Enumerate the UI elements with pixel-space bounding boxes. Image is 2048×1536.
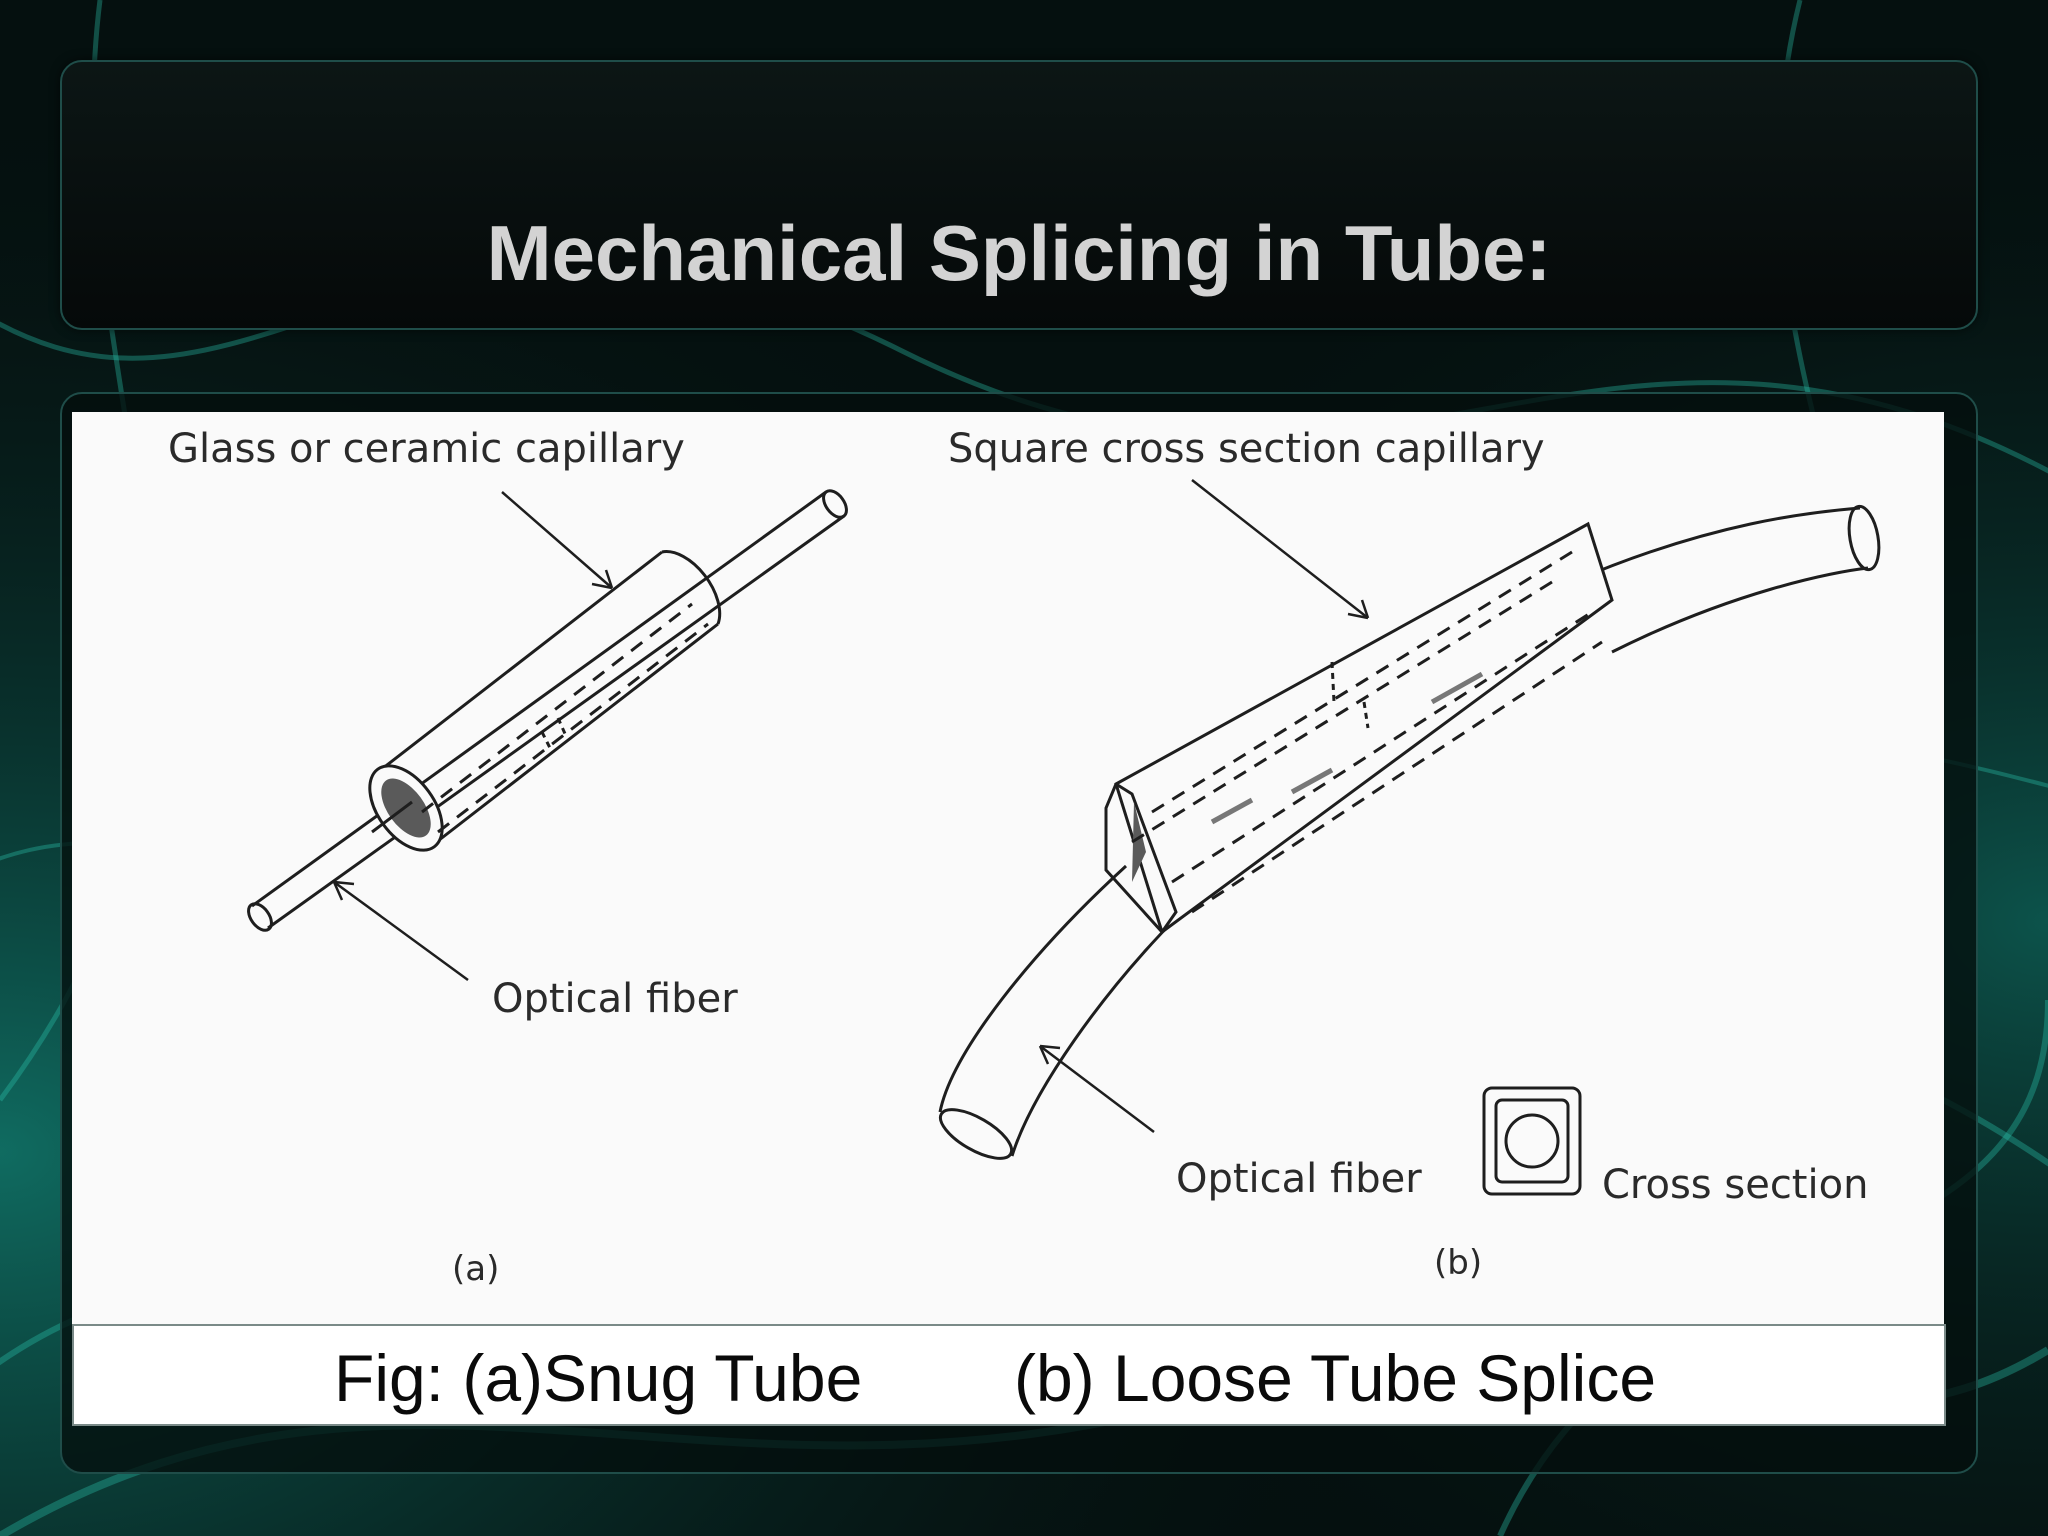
- splice-diagram: Glass or ceramic capillary Optical fiber…: [72, 412, 1944, 1324]
- figure-caption: Fig: (a)Snug Tube (b) Loose Tube Splice: [72, 1324, 1946, 1426]
- label-a-fiber: Optical fiber: [492, 976, 738, 1022]
- sublabel-a: (a): [452, 1249, 499, 1289]
- label-a-capillary: Glass or ceramic capillary: [168, 426, 685, 472]
- slide-title: Mechanical Splicing in Tube:: [486, 209, 1552, 297]
- loose-tube-illustration: [938, 504, 1881, 1160]
- caption-snug-tube: Fig: (a)Snug Tube: [334, 1341, 863, 1415]
- label-b-capillary: Square cross section capillary: [948, 426, 1545, 472]
- label-b-fiber: Optical fiber: [1176, 1156, 1422, 1202]
- splice-diagram-drawing: Glass or ceramic capillary Optical fiber…: [168, 426, 1881, 1289]
- label-b-cross-section: Cross section: [1602, 1162, 1868, 1208]
- title-panel: Mechanical Splicing in Tube:: [60, 60, 1978, 330]
- sublabel-b: (b): [1434, 1243, 1482, 1283]
- cross-section-icon: [1482, 1086, 1582, 1196]
- snug-tube-illustration: [247, 489, 848, 932]
- caption-loose-tube: (b) Loose Tube Splice: [1014, 1341, 1657, 1415]
